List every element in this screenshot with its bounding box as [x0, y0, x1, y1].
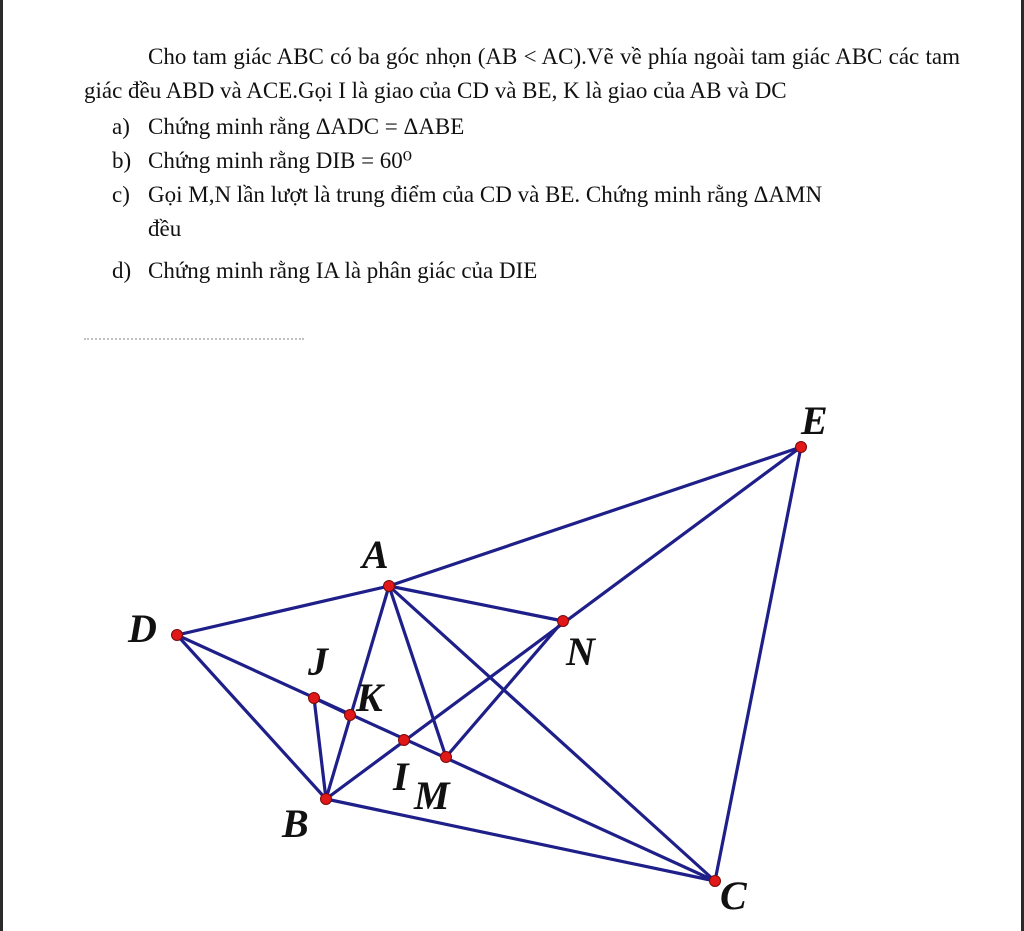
- label-C: C: [720, 873, 748, 918]
- point-E: [795, 441, 807, 453]
- label-E: E: [800, 398, 828, 443]
- problem-item-c: c) Gọi M,N lần lượt là trung điểm của CD…: [84, 178, 960, 212]
- label-I: I: [392, 754, 410, 799]
- item-text: Chứng minh rằng IA là phân giác của DIE: [148, 258, 538, 283]
- point-C: [709, 875, 721, 887]
- point-B: [320, 793, 332, 805]
- problem-items: a) Chứng minh rằng ΔADC = ΔABE b) Chứng …: [84, 110, 960, 288]
- item-label: b): [112, 148, 132, 173]
- problem-item-a: a) Chứng minh rằng ΔADC = ΔABE: [84, 110, 960, 144]
- label-J: J: [307, 639, 330, 684]
- frame-left-border: [0, 0, 3, 931]
- segment-AM: [387, 584, 448, 759]
- segment-AB: [324, 584, 391, 801]
- item-text: đều: [148, 216, 182, 241]
- segment-DB: [175, 633, 328, 801]
- frame-right-border: [1021, 0, 1024, 931]
- point-D: [171, 629, 183, 641]
- item-text: Chứng minh rằng ΔADC = ΔABE: [148, 114, 465, 139]
- problem-item-d: d) Chứng minh rằng IA là phân giác của D…: [84, 254, 960, 288]
- segment-DA: [175, 584, 391, 637]
- point-J: [308, 692, 320, 704]
- label-D: D: [127, 606, 157, 651]
- problem-intro: Cho tam giác ABC có ba góc nhọn (AB < AC…: [84, 40, 960, 108]
- segment-AN: [387, 584, 565, 623]
- intro-line-3: AB và DC: [689, 78, 787, 103]
- item-text: Gọi M,N lần lượt là trung điểm của CD và…: [148, 182, 823, 207]
- point-K: [344, 709, 356, 721]
- label-N: N: [565, 629, 597, 674]
- point-I: [398, 734, 410, 746]
- intro-line-1: Cho tam giác ABC có ba góc nhọn (AB < AC…: [148, 44, 831, 69]
- problem-item-c-continued: đều: [84, 212, 960, 246]
- item-text: Chứng minh rằng DIB = 60⁰: [148, 148, 413, 173]
- label-B: B: [281, 801, 309, 846]
- item-label: a): [112, 114, 130, 139]
- intro-line-2: ABC các tam giác đều ABD và ACE.Gọi I là…: [84, 44, 961, 103]
- label-A: A: [359, 532, 389, 577]
- item-label: c): [112, 182, 130, 207]
- item-label: d): [112, 258, 132, 283]
- point-N: [557, 615, 569, 627]
- segment-JB: [312, 696, 328, 801]
- problem-text: Cho tam giác ABC có ba góc nhọn (AB < AC…: [84, 40, 960, 288]
- cut-off-line: [84, 338, 304, 344]
- point-M: [440, 751, 452, 763]
- segment-NM: [444, 619, 565, 759]
- segment-AE: [387, 445, 803, 588]
- segment-EC: [713, 445, 803, 883]
- point-A: [383, 580, 395, 592]
- label-M: M: [413, 773, 451, 818]
- segment-BC: [324, 797, 717, 883]
- segment-AC: [387, 584, 717, 883]
- segment-JK: [312, 696, 352, 717]
- label-K: K: [355, 675, 385, 720]
- problem-item-b: b) Chứng minh rằng DIB = 60⁰: [84, 144, 960, 178]
